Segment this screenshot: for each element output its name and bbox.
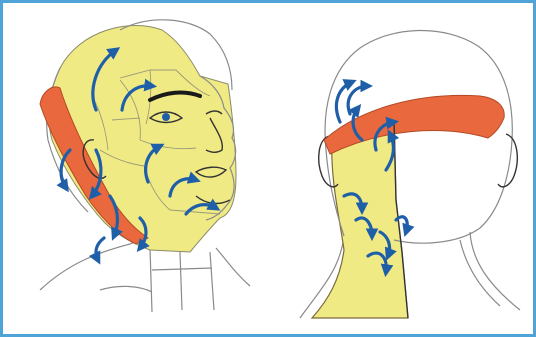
back-orange-band <box>324 95 504 154</box>
front-shoulder-outline <box>40 236 148 290</box>
back-ear-right <box>498 134 517 187</box>
front-neck-outline-right <box>216 248 250 286</box>
back-head-figure <box>300 30 520 318</box>
front-iris <box>162 113 170 121</box>
front-head-figure <box>40 20 250 312</box>
